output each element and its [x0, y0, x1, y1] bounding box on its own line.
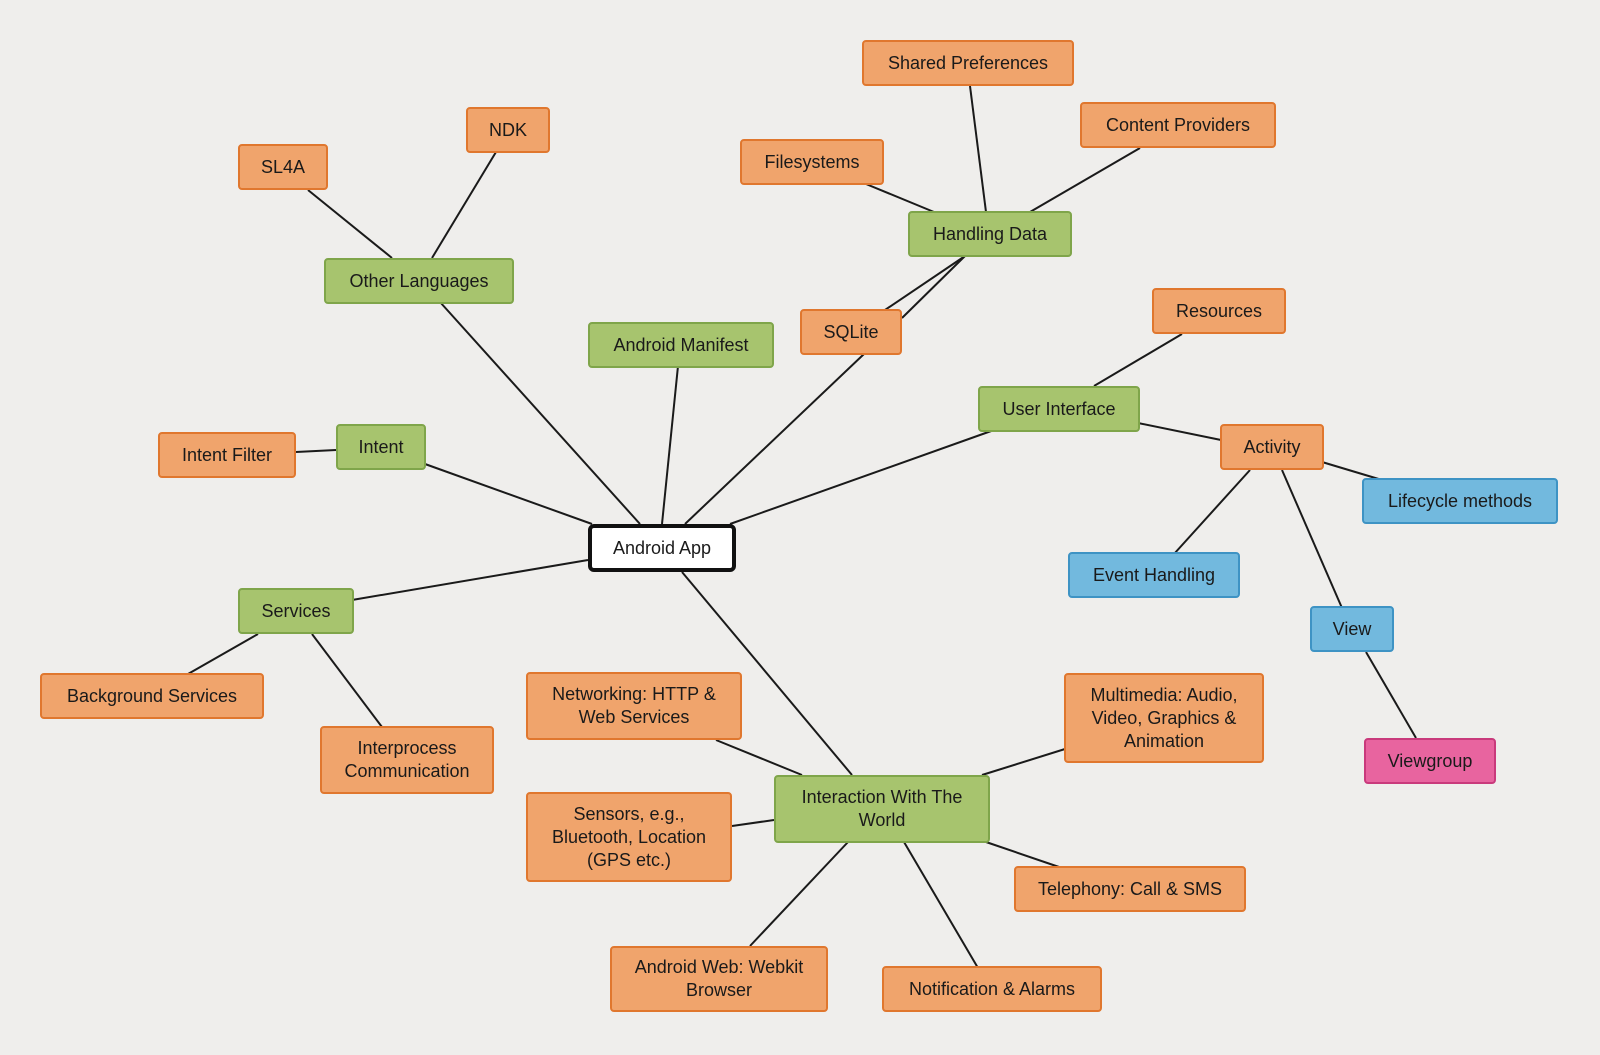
edge-data-shared-prefs [969, 85, 987, 213]
node-activity: Activity [1220, 424, 1324, 470]
edge-world-networking [715, 739, 803, 776]
edge-app-sqlite [684, 353, 865, 525]
edge-ui-activity [1137, 422, 1222, 441]
edge-other-ndk [431, 151, 497, 259]
node-android-app: Android App [588, 524, 736, 572]
node-lifecycle-methods: Lifecycle methods [1362, 478, 1558, 524]
node-interprocess-communication: Interprocess Communication [320, 726, 494, 794]
node-sqlite: SQLite [800, 309, 902, 355]
node-viewgroup: Viewgroup [1364, 738, 1496, 784]
edge-activity-lifecycle [1321, 461, 1383, 481]
edge-view-viewgroup [1365, 651, 1417, 739]
node-background-services: Background Services [40, 673, 264, 719]
node-other-languages: Other Languages [324, 258, 514, 304]
edge-app-services [351, 559, 589, 601]
node-event-handling: Event Handling [1068, 552, 1240, 598]
node-view: View [1310, 606, 1394, 652]
node-sl4a: SL4A [238, 144, 328, 190]
edge-app-intent [424, 463, 593, 525]
node-resources: Resources [1152, 288, 1286, 334]
edge-services-background [187, 633, 259, 675]
edge-app-user-interface [729, 429, 995, 525]
node-content-providers: Content Providers [1080, 102, 1276, 148]
edge-app-manifest [661, 365, 679, 525]
node-handling-data: Handling Data [908, 211, 1072, 257]
edge-world-android-web [749, 841, 849, 947]
node-multimedia: Multimedia: Audio, Video, Graphics & Ani… [1064, 673, 1264, 763]
edge-activity-event [1173, 469, 1251, 555]
edge-world-telephony [985, 841, 1063, 869]
edge-other-sl4a [307, 189, 393, 259]
edge-world-notification [903, 841, 979, 969]
node-intent-filter: Intent Filter [158, 432, 296, 478]
edge-intent-filter [295, 449, 337, 453]
edge-data-content-providers [1029, 147, 1141, 213]
edge-activity-view [1281, 469, 1343, 609]
edge-app-other-languages [439, 301, 641, 525]
edge-world-sensors [731, 819, 775, 827]
edge-app-interaction [681, 571, 853, 776]
node-filesystems: Filesystems [740, 139, 884, 185]
node-interaction-with-the-world: Interaction With The World [774, 775, 990, 843]
node-intent: Intent [336, 424, 426, 470]
node-telephony: Telephony: Call & SMS [1014, 866, 1246, 912]
node-notification-alarms: Notification & Alarms [882, 966, 1102, 1012]
node-android-manifest: Android Manifest [588, 322, 774, 368]
edge-world-multimedia [981, 748, 1066, 776]
node-services: Services [238, 588, 354, 634]
node-user-interface: User Interface [978, 386, 1140, 432]
node-android-web: Android Web: Webkit Browser [610, 946, 828, 1012]
node-ndk: NDK [466, 107, 550, 153]
edge-data-filesystems [865, 183, 935, 213]
node-shared-preferences: Shared Preferences [862, 40, 1074, 86]
edge-data-sqlite-a [881, 255, 966, 313]
edge-ui-resources [1093, 333, 1183, 387]
edge-data-sqlite-b [901, 255, 966, 319]
edge-services-ipc [311, 633, 383, 728]
node-networking: Networking: HTTP & Web Services [526, 672, 742, 740]
node-sensors: Sensors, e.g., Bluetooth, Location (GPS … [526, 792, 732, 882]
